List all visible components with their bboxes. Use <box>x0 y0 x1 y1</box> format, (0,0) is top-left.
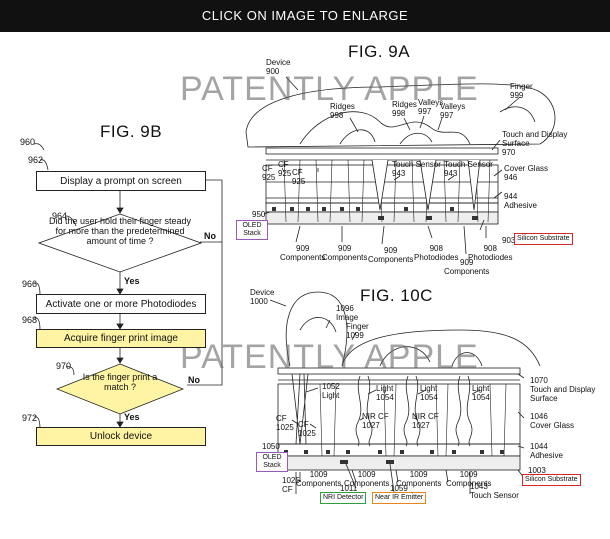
no-label-2: No <box>188 375 200 385</box>
step-966-ref: 966 <box>22 279 38 289</box>
step-972-ref: 972 <box>22 413 38 423</box>
decision-2-text: Is the finger print a match ? <box>82 372 158 392</box>
flowchart-arrows <box>33 143 223 430</box>
patent-line-art <box>33 76 556 494</box>
decision-1-text: Did the user hold their finger steady fo… <box>48 216 192 246</box>
fig10c-silicon-ref: 1003 <box>528 466 546 475</box>
yes-label-2: Yes <box>124 412 140 422</box>
yes-label-1: Yes <box>124 276 140 286</box>
fig9b-ref: 960 <box>20 137 36 147</box>
step-970-ref: 970 <box>56 361 72 371</box>
fig9a-title: FIG. 9A <box>348 42 411 61</box>
fig9a-oled-tag: OLED Stack <box>236 220 268 240</box>
step-activate-photodiodes[interactable]: Activate one or more Photodiodes <box>36 294 206 314</box>
decision-diamond-1[interactable] <box>38 213 202 273</box>
fig10c-ir-ref: 1059 <box>390 484 408 493</box>
fig10c-oled-tag: OLED Stack <box>256 452 288 472</box>
decision-diamond-2[interactable] <box>56 363 184 415</box>
fig9a-drawing <box>245 76 556 255</box>
fig10c-silicon-tag: Silicon Substrate <box>522 474 581 486</box>
fig9a-oled-ref: 950 <box>252 210 266 219</box>
fig10c-title: FIG. 10C <box>360 286 433 305</box>
step-display-prompt[interactable]: Display a prompt on screen <box>36 171 206 191</box>
fig9a-silicon-tag: Silicon Substrate <box>514 233 573 245</box>
patent-figure[interactable]: PATENTLY APPLE PATENTLY APPLE FIG. 9B 96… <box>0 32 610 539</box>
fig10c-drawing <box>269 291 541 494</box>
fig9b-title: FIG. 9B <box>100 122 163 141</box>
step-unlock-device[interactable]: Unlock device <box>36 427 206 446</box>
fig10c-ir-tag: Near IR Emitter <box>372 492 427 504</box>
enlarge-banner[interactable]: CLICK ON IMAGE TO ENLARGE <box>0 0 610 32</box>
watermark-top: PATENTLY APPLE <box>180 70 479 108</box>
watermark-bottom: PATENTLY APPLE <box>180 338 479 376</box>
step-964-ref: 964 <box>52 211 68 221</box>
fig10c-nri-tag: NRI Detector <box>320 492 367 504</box>
fig10c-oled-ref: 1050 <box>262 442 280 451</box>
no-label-1: No <box>204 231 216 241</box>
step-acquire-fingerprint[interactable]: Acquire finger print image <box>36 329 206 348</box>
fig9a-silicon-ref: 903 <box>502 236 516 245</box>
step-968-ref: 968 <box>22 315 38 325</box>
fig10c-nri-ref: 1011 <box>340 484 358 493</box>
step-962-ref: 962 <box>28 155 44 165</box>
